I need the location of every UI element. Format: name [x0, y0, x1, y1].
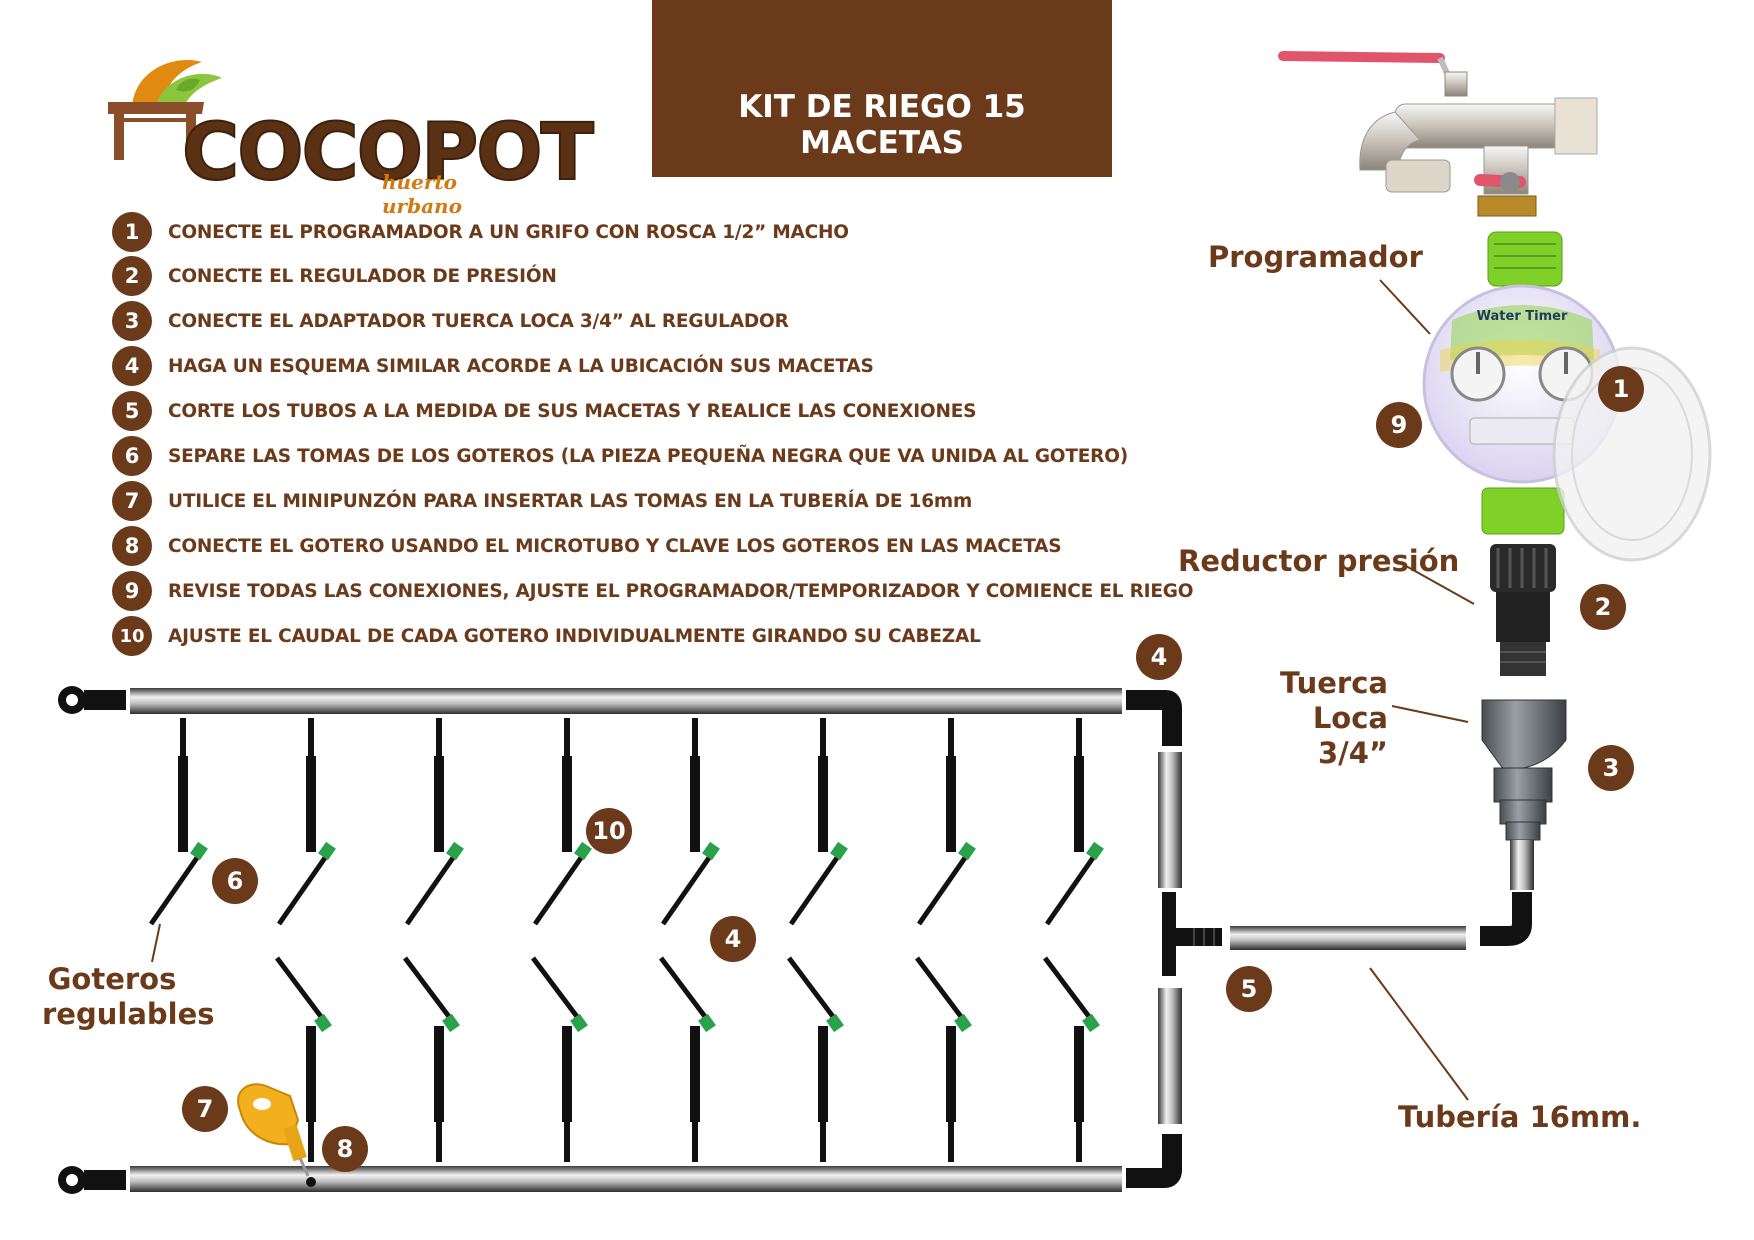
- badge-center: 4: [710, 916, 756, 962]
- logo-emblem-icon: [108, 59, 222, 160]
- step-1: 1 CONECTE EL PROGRAMADOR A UN GRIFO CON R…: [112, 212, 849, 252]
- step-6: 6 SEPARE LAS TOMAS DE LOS GOTEROS (LA PIE…: [112, 436, 1128, 476]
- step-4: 4 HAGA UN ESQUEMA SIMILAR ACORDE A LA UBI…: [112, 346, 874, 386]
- top-lateral-tube: [130, 688, 1122, 714]
- badge-dripper: 6: [212, 858, 258, 904]
- badge-flow: 10: [586, 808, 632, 854]
- badge-tube: 5: [1226, 966, 1272, 1012]
- label-programador: Programador: [1208, 240, 1423, 274]
- manifold-tube-lower: [1158, 988, 1182, 1124]
- supply-tube: [1510, 840, 1534, 890]
- label-tuberia-16mm: Tubería 16mm.: [1398, 1100, 1642, 1134]
- page-title: KIT DE RIEGO 15 MACETAS: [738, 89, 1026, 161]
- tube-hole-icon: [306, 1177, 316, 1187]
- step-text: CONECTE EL GOTERO USANDO EL MICROTUBO Y …: [168, 535, 1062, 557]
- label-reductor-presion: Reductor presión: [1178, 544, 1460, 578]
- label-tuerca-line1: Tuerca Loca: [1280, 666, 1388, 735]
- badge-tuerca: 3: [1588, 745, 1634, 791]
- step-text: UTILICE EL MINIPUNZÓN PARA INSERTAR LAS …: [168, 490, 973, 512]
- step-8: 8 CONECTE EL GOTERO USANDO EL MICROTUBO Y…: [112, 526, 1062, 566]
- label-goteros-line2: regulables: [42, 996, 215, 1031]
- top-elbow-icon: [1126, 690, 1182, 746]
- logo-wordmark: COCOPOT: [181, 108, 595, 198]
- step-text: CONECTE EL REGULADOR DE PRESIÓN: [168, 265, 557, 287]
- faucet-icon: [1278, 51, 1598, 217]
- bottom-drippers: [275, 956, 1100, 1162]
- step-number: 4: [112, 346, 152, 386]
- step-10: 10 AJUSTE EL CAUDAL DE CADA GOTERO INDIVI…: [112, 616, 981, 656]
- step-number: 6: [112, 436, 152, 476]
- dripper-icon: [275, 956, 332, 1162]
- title-box: KIT DE RIEGO 15 MACETAS: [652, 0, 1112, 177]
- lock-nut-adapter-icon: [1481, 699, 1567, 841]
- step-text: REVISE TODAS LAS CONEXIONES, AJUSTE EL P…: [168, 580, 1194, 602]
- step-number: 7: [112, 481, 152, 521]
- step-number: 10: [112, 616, 152, 656]
- leader-lines: [151, 279, 1475, 1101]
- dripper-icon: [276, 718, 336, 926]
- water-timer-icon: Water Timer: [1422, 231, 1712, 562]
- manifold-tube-upper: [1158, 752, 1182, 888]
- dripper-icon: [403, 956, 460, 1162]
- step-number: 2: [112, 256, 152, 296]
- step-3: 3 CONECTE EL ADAPTADOR TUERCA LOCA 3/4” A…: [112, 301, 789, 341]
- bottom-elbow-icon: [1126, 1134, 1182, 1188]
- step-text: CONECTE EL PROGRAMADOR A UN GRIFO CON RO…: [168, 221, 849, 243]
- dripper-icon: [915, 956, 972, 1162]
- step-7: 7 UTILICE EL MINIPUNZÓN PARA INSERTAR LAS…: [112, 481, 972, 521]
- badge-programador: 1: [1598, 366, 1644, 412]
- label-goteros-line1: Goteros: [47, 962, 177, 996]
- step-text: CONECTE EL ADAPTADOR TUERCA LOCA 3/4” AL…: [168, 310, 789, 332]
- badge-punch: 7: [182, 1086, 228, 1132]
- dripper-icon: [659, 956, 716, 1162]
- dripper-icon: [916, 718, 976, 926]
- tee-connector-icon: [1162, 892, 1222, 976]
- feed-tube: [1230, 926, 1466, 950]
- end-plug-bottom-icon: [58, 1166, 126, 1194]
- label-goteros-regulables: Goteros regulables: [42, 962, 215, 1032]
- badge-reductor: 2: [1580, 584, 1626, 630]
- dripper-icon: [404, 718, 464, 926]
- dripper-icon: [1043, 956, 1100, 1162]
- label-tuerca-loca: Tuerca Loca 3/4”: [1228, 666, 1388, 770]
- step-number: 9: [112, 571, 152, 611]
- bottom-lateral-tube: [130, 1166, 1122, 1192]
- step-text: CORTE LOS TUBOS A LA MEDIDA DE SUS MACET…: [168, 400, 977, 422]
- step-2: 2 CONECTE EL REGULADOR DE PRESIÓN: [112, 256, 557, 296]
- step-number: 5: [112, 391, 152, 431]
- pressure-reducer-icon: [1490, 544, 1556, 676]
- dripper-icon: [788, 718, 848, 926]
- step-number: 1: [112, 212, 152, 252]
- feed-elbow-icon: [1480, 892, 1532, 946]
- dripper-icon: [787, 956, 844, 1162]
- dripper-icon: [531, 956, 588, 1162]
- label-tuerca-line2: 3/4”: [1317, 735, 1388, 770]
- step-text: HAGA UN ESQUEMA SIMILAR ACORDE A LA UBIC…: [168, 355, 874, 377]
- dripper-icon: [532, 718, 592, 926]
- mini-punch-tool-icon: [237, 1083, 310, 1177]
- timer-face-label: Water Timer: [1477, 309, 1568, 324]
- step-9: 9 REVISE TODAS LAS CONEXIONES, AJUSTE EL …: [112, 571, 1193, 611]
- step-text: AJUSTE EL CAUDAL DE CADA GOTERO INDIVIDU…: [168, 625, 981, 647]
- dripper-icon: [148, 718, 208, 926]
- step-5: 5 CORTE LOS TUBOS A LA MEDIDA DE SUS MACE…: [112, 391, 977, 431]
- top-drippers: [148, 718, 1104, 926]
- step-number: 8: [112, 526, 152, 566]
- badge-drill: 8: [322, 1126, 368, 1172]
- cocopot-logo: COCOPOT huerto urbano: [104, 50, 595, 218]
- step-number: 3: [112, 301, 152, 341]
- dripper-icon: [1044, 718, 1104, 926]
- timer-cover-icon: [1552, 346, 1712, 562]
- dripper-icon: [660, 718, 720, 926]
- logo-tagline: huerto urbano: [382, 170, 462, 218]
- badge-elbow: 4: [1136, 634, 1182, 680]
- end-plug-top-icon: [58, 686, 126, 714]
- badge-timer: 9: [1376, 402, 1422, 448]
- step-text: SEPARE LAS TOMAS DE LOS GOTEROS (LA PIEZ…: [168, 445, 1129, 467]
